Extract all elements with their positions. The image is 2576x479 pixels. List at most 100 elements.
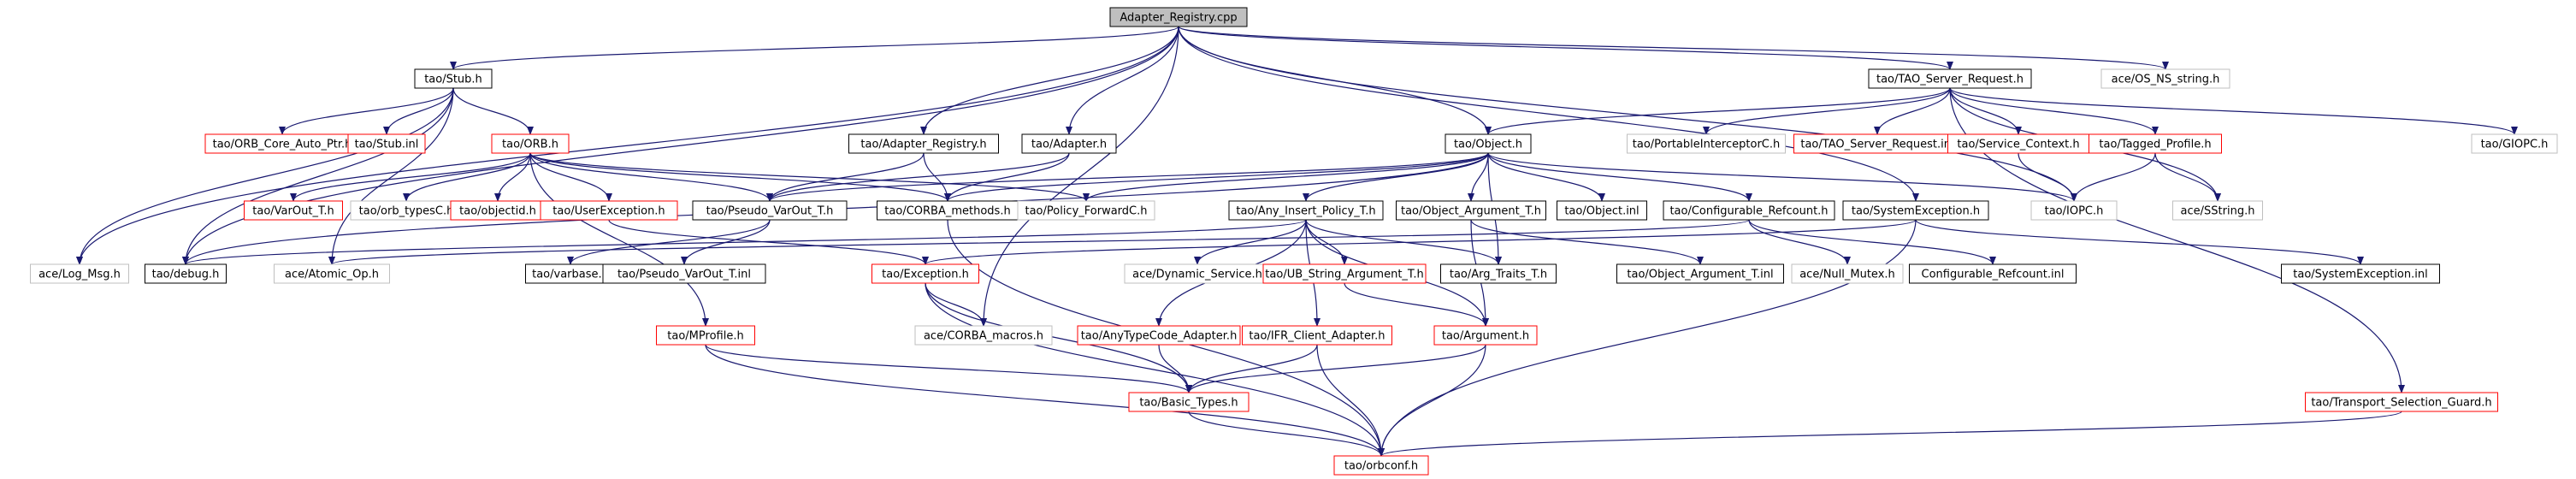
node-label-tagged_profile: tao/Tagged_Profile.h — [2099, 139, 2211, 151]
node-ub_string_argument[interactable]: tao/UB_String_Argument_T.h — [1262, 263, 1427, 284]
node-label-giopc: tao/GIOPC.h — [2481, 139, 2549, 151]
node-object_h[interactable]: tao/Object.h — [1445, 133, 1532, 154]
edge-tao_server_request-to-tagged_profile — [1949, 87, 2159, 135]
node-tao_server_request[interactable]: tao/TAO_Server_Request.h — [1868, 68, 2032, 89]
node-orb_typesc[interactable]: tao/orb_typesC.h — [350, 200, 463, 221]
node-corba_methods[interactable]: tao/CORBA_methods.h — [877, 200, 1019, 221]
node-null_mutex[interactable]: ace/Null_Mutex.h — [1791, 263, 1904, 284]
edge-root-to-iopc — [1178, 26, 2077, 202]
node-orb_h[interactable]: tao/ORB.h — [491, 133, 570, 154]
node-stub_inl[interactable]: tao/Stub.inl — [347, 133, 426, 154]
node-object_argument_t[interactable]: tao/Object_Argument_T.h — [1396, 200, 1546, 221]
node-label-dynamic_service: ace/Dynamic_Service.h — [1132, 269, 1262, 281]
node-box-atomic_op — [274, 263, 390, 284]
node-box-ifr_client_adapter — [1242, 325, 1392, 346]
node-box-any_insert_policy — [1228, 200, 1384, 221]
node-object_inl[interactable]: tao/Object.inl — [1557, 200, 1647, 221]
node-iopc[interactable]: tao/IOPC.h — [2030, 200, 2118, 221]
edge-tao_server_request-to-tao_server_request_inl — [1874, 87, 1951, 135]
edge-adapter_registry_h-to-pseudo_varout_t — [766, 152, 925, 202]
node-box-root — [1109, 7, 1248, 27]
node-label-varbase: tao/varbase.h — [532, 269, 609, 281]
node-stub_h[interactable]: tao/Stub.h — [414, 68, 493, 89]
node-object_argument_inl[interactable]: tao/Object_Argument_T.inl — [1616, 263, 1784, 284]
node-atomic_op[interactable]: ace/Atomic_Op.h — [274, 263, 390, 284]
node-box-configurable_refcount — [1663, 200, 1835, 221]
node-mprofile[interactable]: tao/MProfile.h — [656, 325, 755, 346]
node-anytypecode_adapter[interactable]: tao/AnyTypeCode_Adapter.h — [1077, 325, 1241, 346]
node-label-pseudo_varout_inl: tao/Pseudo_VarOut_T.inl — [617, 269, 751, 281]
node-label-atomic_op: ace/Atomic_Op.h — [285, 269, 379, 281]
node-corba_macros[interactable]: ace/CORBA_macros.h — [914, 325, 1053, 346]
node-varbase[interactable]: tao/varbase.h — [525, 263, 616, 284]
node-arg_traits[interactable]: tao/Arg_Traits_T.h — [1440, 263, 1557, 284]
node-box-configurable_refcount_inl — [1909, 263, 2077, 284]
edge-tao_server_request-to-object_h — [1485, 87, 1951, 135]
node-orb_core_auto_ptr[interactable]: tao/ORB_Core_Auto_Ptr.h — [204, 133, 360, 154]
node-label-ub_string_argument: tao/UB_String_Argument_T.h — [1265, 269, 1423, 281]
edge-root-to-os_ns_string — [1178, 26, 2169, 70]
node-box-ub_string_argument — [1262, 263, 1427, 284]
node-label-object_h: tao/Object.h — [1454, 139, 1522, 151]
edge-adapter_h-to-corba_methods — [944, 152, 1070, 202]
edge-orb_h-to-mprofile — [529, 152, 709, 327]
node-tagged_profile[interactable]: tao/Tagged_Profile.h — [2089, 133, 2222, 154]
node-box-debug_h — [145, 263, 227, 284]
node-label-objectid: tao/objectid.h — [459, 205, 536, 218]
node-label-configurable_refcount_inl: Configurable_Refcount.inl — [1922, 269, 2065, 281]
node-systemexception[interactable]: tao/SystemException.h — [1842, 200, 1989, 221]
node-policy_forwardc[interactable]: tao/Policy_ForwardC.h — [1017, 200, 1155, 221]
node-debug_h[interactable]: tao/debug.h — [145, 263, 227, 284]
node-service_context[interactable]: tao/Service_Context.h — [1947, 133, 2089, 154]
node-label-ifr_client_adapter: tao/IFR_Client_Adapter.h — [1249, 330, 1385, 343]
edge-object_h-to-pseudo_varout_t — [766, 152, 1489, 202]
node-label-log_msg: ace/Log_Msg.h — [38, 269, 121, 281]
node-objectid[interactable]: tao/objectid.h — [450, 200, 546, 221]
node-label-varout_t: tao/VarOut_T.h — [252, 205, 334, 218]
node-argument_h[interactable]: tao/Argument.h — [1433, 325, 1538, 346]
edge-stub_h-to-atomic_op — [328, 87, 454, 265]
node-any_insert_policy[interactable]: tao/Any_Insert_Policy_T.h — [1228, 200, 1384, 221]
node-box-corba_macros — [914, 325, 1053, 346]
edge-orb_h-to-policy_forwardc — [529, 152, 1090, 202]
node-adapter_h[interactable]: tao/Adapter.h — [1021, 133, 1117, 154]
node-box-object_argument_t — [1396, 200, 1546, 221]
node-orbconf[interactable]: tao/orbconf.h — [1333, 455, 1429, 476]
node-ifr_client_adapter[interactable]: tao/IFR_Client_Adapter.h — [1242, 325, 1392, 346]
edge-service_context-to-iopc — [2018, 152, 2077, 202]
edge-tao_server_request-to-portable_interceptor — [1703, 87, 1951, 135]
node-pseudo_varout_t[interactable]: tao/Pseudo_VarOut_T.h — [692, 200, 848, 221]
node-portable_interceptor[interactable]: tao/PortableInterceptorC.h — [1627, 133, 1786, 154]
node-sstring[interactable]: ace/SString.h — [2172, 200, 2263, 221]
node-basic_types[interactable]: tao/Basic_Types.h — [1128, 392, 1250, 412]
node-userexception[interactable]: tao/UserException.h — [540, 200, 678, 221]
node-dynamic_service[interactable]: ace/Dynamic_Service.h — [1124, 263, 1271, 284]
node-box-null_mutex — [1791, 263, 1904, 284]
node-box-object_h — [1445, 133, 1532, 154]
edge-stub_h-to-orb_core_auto_ptr — [279, 87, 454, 135]
node-label-configurable_refcount: tao/Configurable_Refcount.h — [1669, 205, 1828, 218]
node-box-adapter_h — [1021, 133, 1117, 154]
node-pseudo_varout_inl[interactable]: tao/Pseudo_VarOut_T.inl — [602, 263, 766, 284]
node-log_msg[interactable]: ace/Log_Msg.h — [30, 263, 129, 284]
node-giopc[interactable]: tao/GIOPC.h — [2471, 133, 2558, 154]
node-systemexception_inl[interactable]: tao/SystemException.inl — [2281, 263, 2440, 284]
node-configurable_refcount[interactable]: tao/Configurable_Refcount.h — [1663, 200, 1835, 221]
node-box-iopc — [2030, 200, 2118, 221]
node-configurable_refcount_inl[interactable]: Configurable_Refcount.inl — [1909, 263, 2077, 284]
edge-argument_h-to-basic_types — [1185, 344, 1486, 393]
edge-root-to-adapter_h — [1066, 26, 1179, 135]
edge-root-to-tao_server_request — [1178, 26, 1953, 70]
node-exception_h[interactable]: tao/Exception.h — [871, 263, 979, 284]
node-root[interactable]: Adapter_Registry.cpp — [1109, 7, 1248, 27]
node-varout_t[interactable]: tao/VarOut_T.h — [244, 200, 343, 221]
node-box-systemexception — [1842, 200, 1989, 221]
node-adapter_registry_h[interactable]: tao/Adapter_Registry.h — [848, 133, 999, 154]
node-tao_server_request_inl[interactable]: tao/TAO_Server_Request.inl — [1793, 133, 1961, 154]
edge-ifr_client_adapter-to-orbconf — [1316, 344, 1385, 457]
edge-object_argument_t-to-object_argument_inl — [1470, 219, 1704, 265]
node-os_ns_string[interactable]: ace/OS_NS_string.h — [2100, 68, 2230, 89]
node-label-systemexception: tao/SystemException.h — [1852, 205, 1980, 218]
node-transport_selection_guard[interactable]: tao/Transport_Selection_Guard.h — [2305, 392, 2498, 412]
